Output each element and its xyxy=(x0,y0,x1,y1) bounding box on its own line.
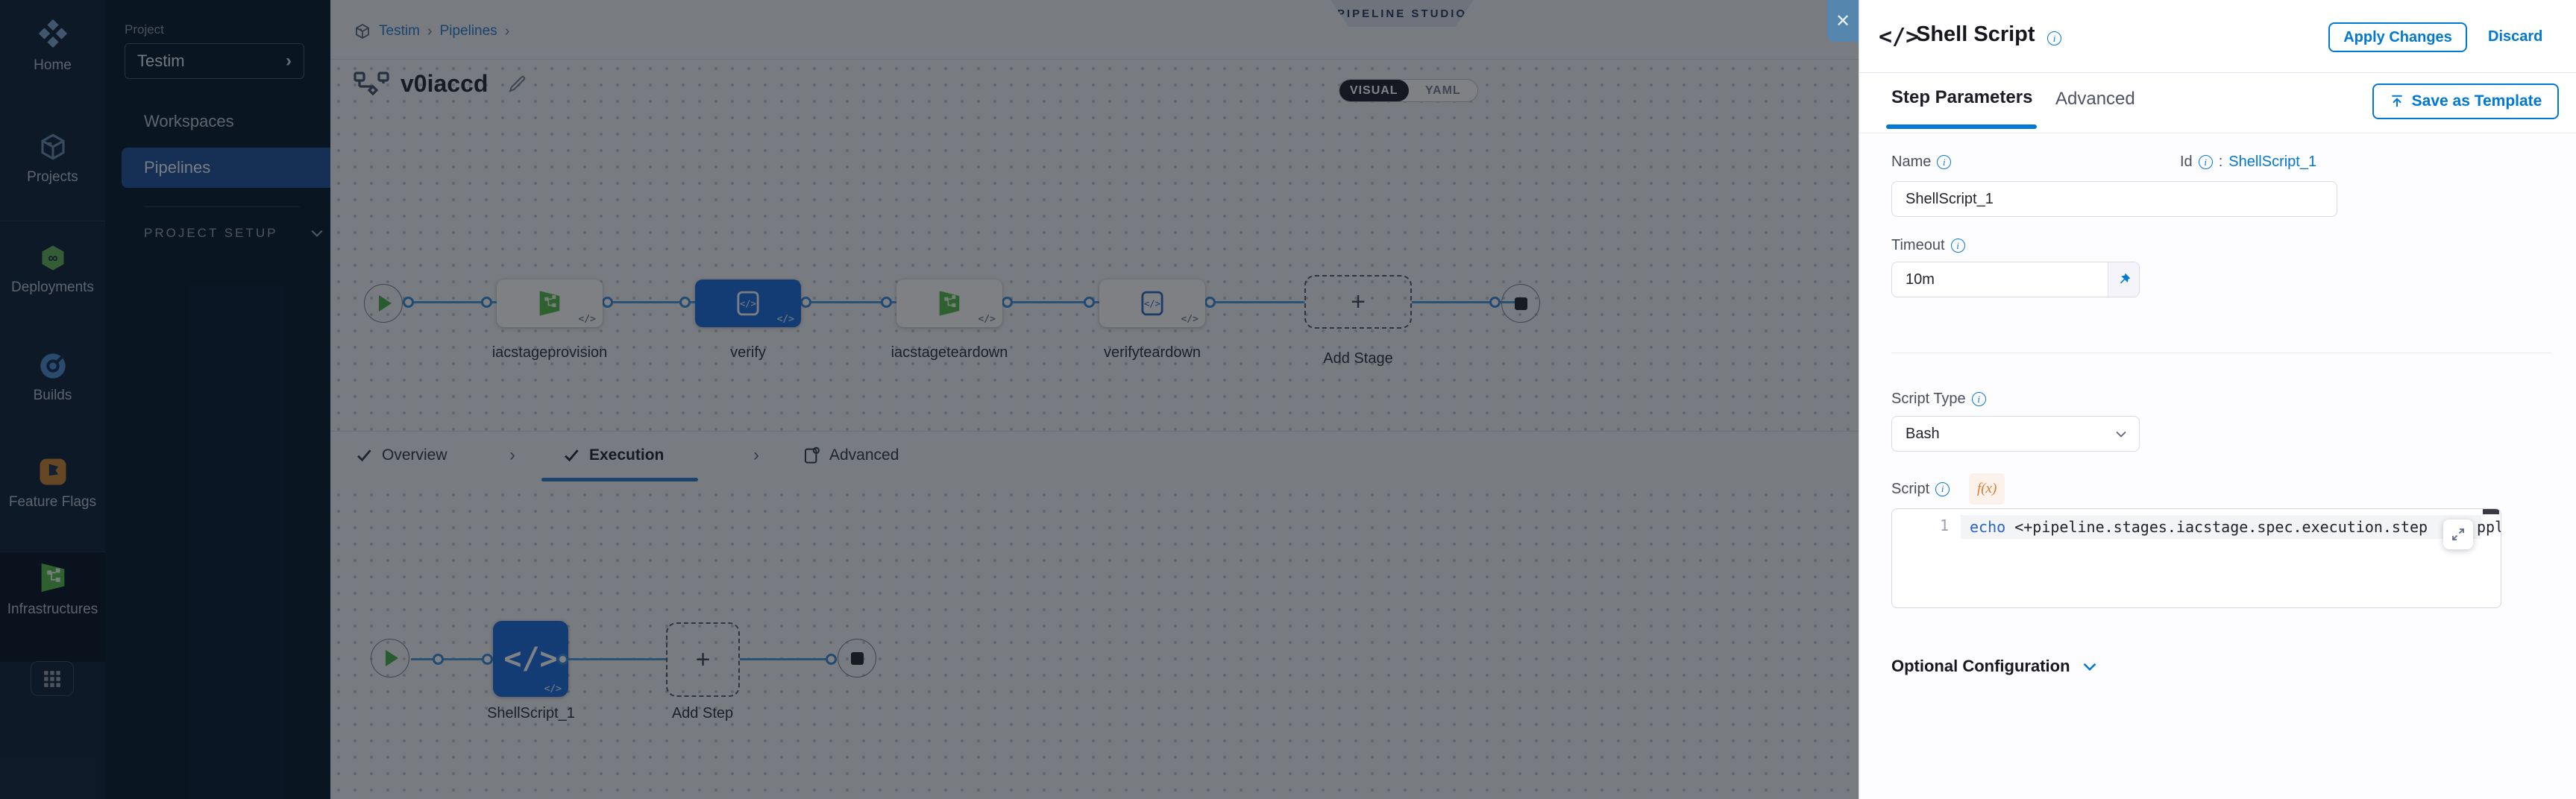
shell-script-drawer: </> Shell Script Apply Changes Discard S… xyxy=(1859,0,2576,799)
tab-step-parameters[interactable]: Step Parameters xyxy=(1891,87,2033,107)
optional-configuration-label: Optional Configuration xyxy=(1891,657,2070,675)
script-type-select[interactable]: Bash xyxy=(1891,416,2140,452)
id-value-link[interactable]: ShellScript_1 xyxy=(2228,154,2317,170)
save-as-template-button[interactable]: Save as Template xyxy=(2372,83,2559,119)
info-icon[interactable] xyxy=(1950,239,1965,253)
close-icon: ✕ xyxy=(1835,10,1851,31)
save-as-template-label: Save as Template xyxy=(2411,92,2542,110)
code-line[interactable]: echo <+pipeline.stages.iacstage.spec.exe… xyxy=(1970,518,2444,536)
id-separator: : xyxy=(2218,154,2223,170)
tab-advanced[interactable]: Advanced xyxy=(2055,89,2135,109)
info-icon[interactable] xyxy=(2047,31,2061,45)
close-drawer-button[interactable]: ✕ xyxy=(1827,0,1859,42)
script-label-row: Script f(x) xyxy=(1891,472,2005,506)
fixed-value-pin-button[interactable] xyxy=(2108,262,2139,297)
active-tab-underline xyxy=(1886,124,2037,129)
info-icon[interactable] xyxy=(1937,155,1952,169)
timeout-label: Timeout xyxy=(1891,237,1945,253)
timeout-input[interactable]: 10m xyxy=(1891,262,2140,297)
timeout-label-row: Timeout xyxy=(1891,237,1965,254)
name-label: Name xyxy=(1891,154,1932,170)
drawer-title: Shell Script xyxy=(1916,22,2035,46)
current-line-highlight xyxy=(1961,515,2481,539)
id-label: Id xyxy=(2180,154,2193,170)
name-label-row: Name xyxy=(1891,154,1952,171)
code-overflow-text: ppl xyxy=(2477,518,2501,536)
drawer-backdrop[interactable] xyxy=(0,0,1859,799)
code-icon: </> xyxy=(1879,24,1920,50)
upload-icon xyxy=(2391,95,2402,107)
script-label: Script xyxy=(1891,480,1930,497)
optional-configuration-toggle[interactable]: Optional Configuration xyxy=(1891,657,2097,676)
pin-icon xyxy=(2120,273,2130,284)
chevron-down-icon xyxy=(2116,431,2126,438)
script-type-label: Script Type xyxy=(1891,391,1966,407)
chevron-down-icon xyxy=(2083,663,2096,671)
timeout-input-value: 10m xyxy=(1906,271,1935,288)
expand-icon xyxy=(2452,528,2464,540)
script-type-value: Bash xyxy=(1906,425,1940,442)
script-code-editor[interactable]: 1 echo <+pipeline.stages.iacstage.spec.e… xyxy=(1891,508,2501,608)
name-input-value: ShellScript_1 xyxy=(1906,190,1994,207)
header-divider xyxy=(1859,72,2576,73)
expand-editor-button[interactable] xyxy=(2443,519,2473,549)
script-type-label-row: Script Type xyxy=(1891,391,1986,408)
name-input[interactable]: ShellScript_1 xyxy=(1891,181,2337,217)
code-text: <+pipeline.stages.iacstage.spec.executio… xyxy=(2005,518,2428,536)
info-icon[interactable] xyxy=(1971,392,1986,406)
info-icon[interactable] xyxy=(1935,481,1950,496)
expression-fx-button[interactable]: f(x) xyxy=(1969,473,2005,505)
line-number: 1 xyxy=(1939,517,1949,534)
info-icon[interactable] xyxy=(2198,155,2213,169)
code-keyword: echo xyxy=(1970,518,2006,536)
drawer-body-bg xyxy=(1859,133,2576,799)
scrollbar-thumb[interactable] xyxy=(2483,509,2499,514)
id-row: Id : ShellScript_1 xyxy=(2180,154,2316,171)
apply-changes-button[interactable]: Apply Changes xyxy=(2328,22,2467,52)
discard-button[interactable]: Discard xyxy=(2488,28,2543,45)
